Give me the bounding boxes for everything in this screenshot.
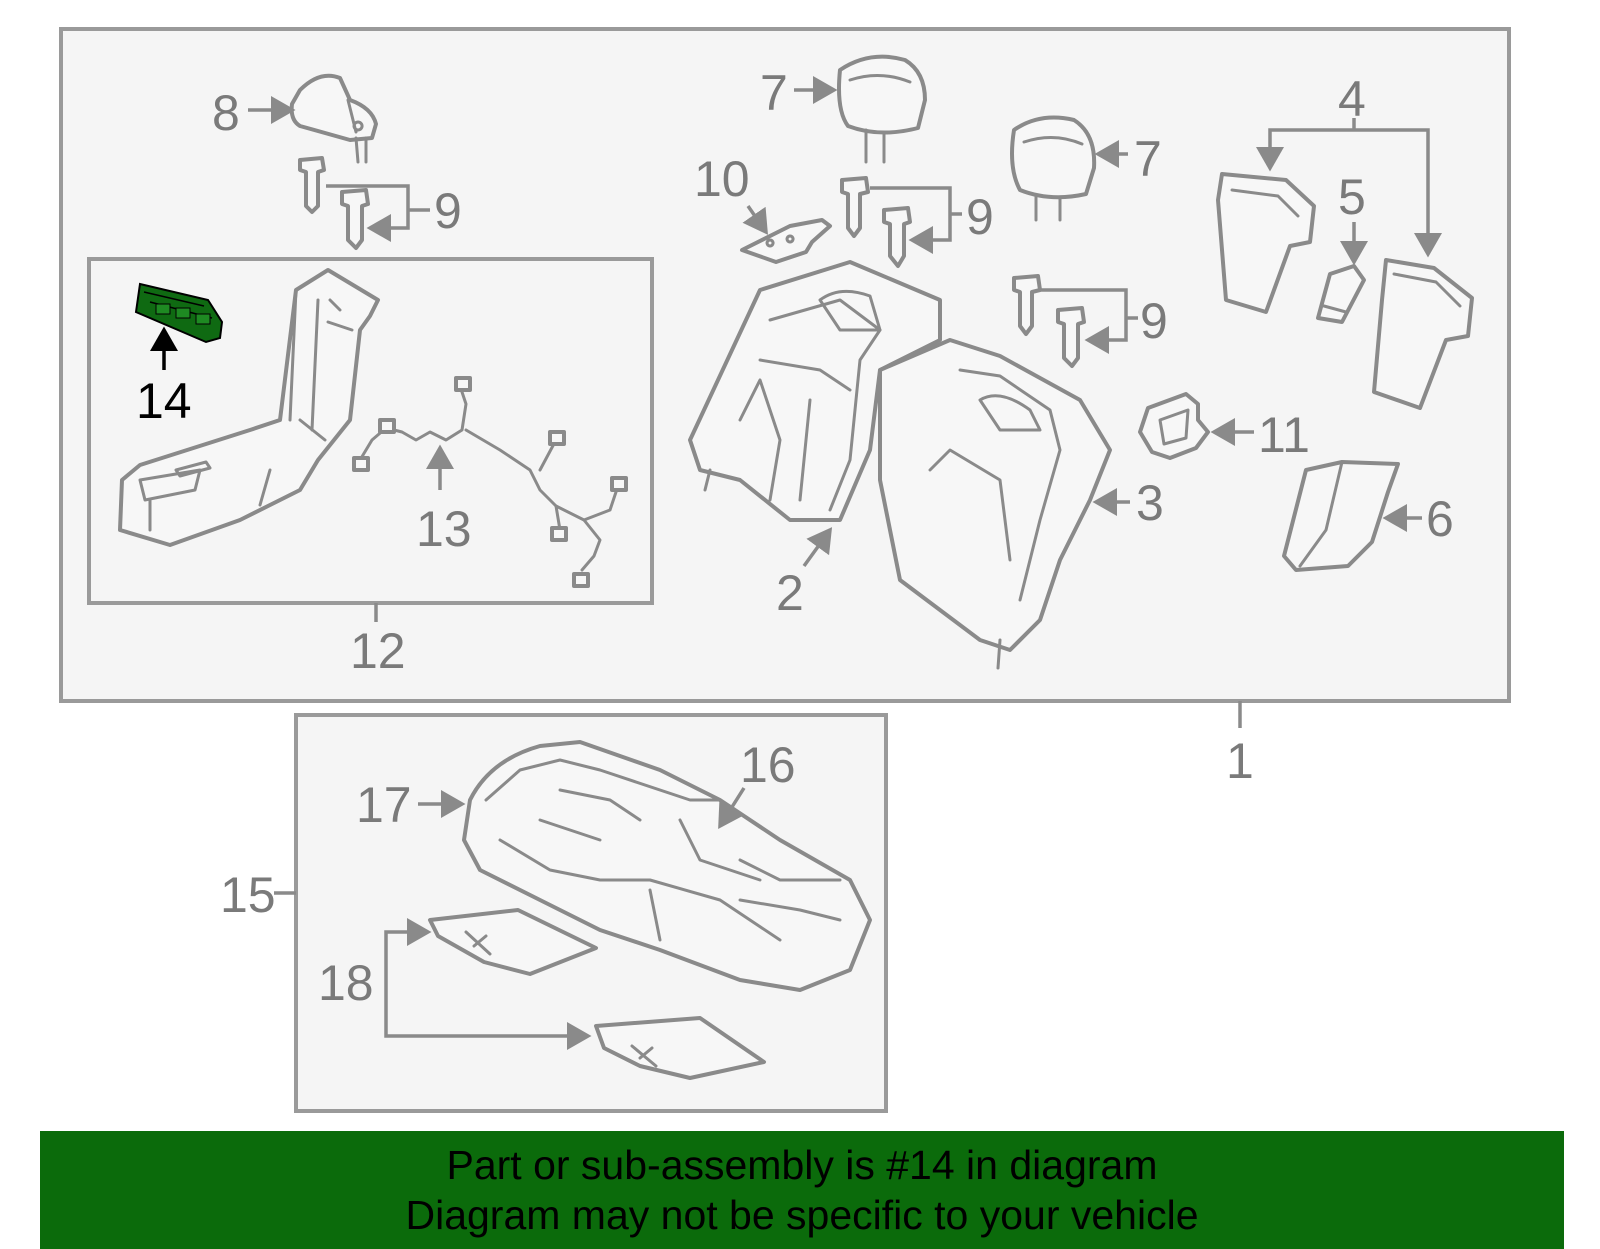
callout-11: 11 — [1258, 407, 1310, 463]
callout-7-top: 7 — [760, 65, 788, 121]
callout-1: 1 — [1226, 733, 1254, 789]
armrest-part-12[interactable] — [118, 268, 380, 547]
pad-part-18-lower[interactable] — [594, 1016, 766, 1080]
callout-18: 18 — [318, 955, 374, 1011]
clip-part-5[interactable] — [1316, 264, 1366, 324]
guide-part-11[interactable] — [1138, 392, 1210, 460]
callout-10: 10 — [694, 151, 750, 207]
bracket-part-10[interactable] — [740, 218, 832, 264]
switch-part-14-highlighted[interactable] — [134, 282, 224, 344]
callout-3: 3 — [1136, 475, 1164, 531]
headrest-part-7-top[interactable] — [837, 54, 927, 164]
callout-9-lower: 9 — [1140, 293, 1168, 349]
seatback-part-3[interactable] — [878, 338, 1112, 670]
guide-clip-part-9-lower[interactable] — [1012, 274, 1086, 368]
pad-part-18-upper[interactable] — [428, 908, 598, 976]
callout-13: 13 — [416, 501, 472, 557]
seatback-part-2[interactable] — [688, 260, 942, 522]
callout-7-right: 7 — [1134, 131, 1162, 187]
callout-16: 16 — [740, 737, 796, 793]
seat-cushion-part-16-17[interactable] — [462, 740, 872, 992]
callout-6: 6 — [1426, 491, 1454, 547]
callout-14: 14 — [136, 373, 192, 429]
wire-harness-part-13[interactable] — [352, 376, 628, 588]
banner-line-disclaimer: Diagram may not be specific to your vehi… — [405, 1192, 1199, 1238]
side-bolster-part-4-left[interactable] — [1216, 172, 1316, 314]
callout-9-left: 9 — [434, 183, 462, 239]
guide-clip-part-9-center[interactable] — [840, 176, 912, 268]
callout-17: 17 — [356, 777, 412, 833]
guide-clip-part-9-left[interactable] — [298, 156, 370, 250]
callout-4: 4 — [1338, 71, 1366, 127]
banner-line-part-info: Part or sub-assembly is #14 in diagram — [446, 1142, 1158, 1188]
callout-2: 2 — [776, 565, 804, 621]
callout-5: 5 — [1338, 169, 1366, 225]
headrest-part-7-right[interactable] — [1010, 115, 1097, 222]
callout-9-center: 9 — [966, 189, 994, 245]
cover-part-6[interactable] — [1282, 460, 1400, 572]
side-bolster-part-4-right[interactable] — [1372, 258, 1474, 410]
callout-8: 8 — [212, 85, 240, 141]
callout-12: 12 — [350, 623, 406, 679]
callout-15: 15 — [220, 867, 276, 923]
info-banner: Part or sub-assembly is #14 in diagram D… — [40, 1131, 1564, 1249]
leader-lines — [150, 76, 1442, 1050]
